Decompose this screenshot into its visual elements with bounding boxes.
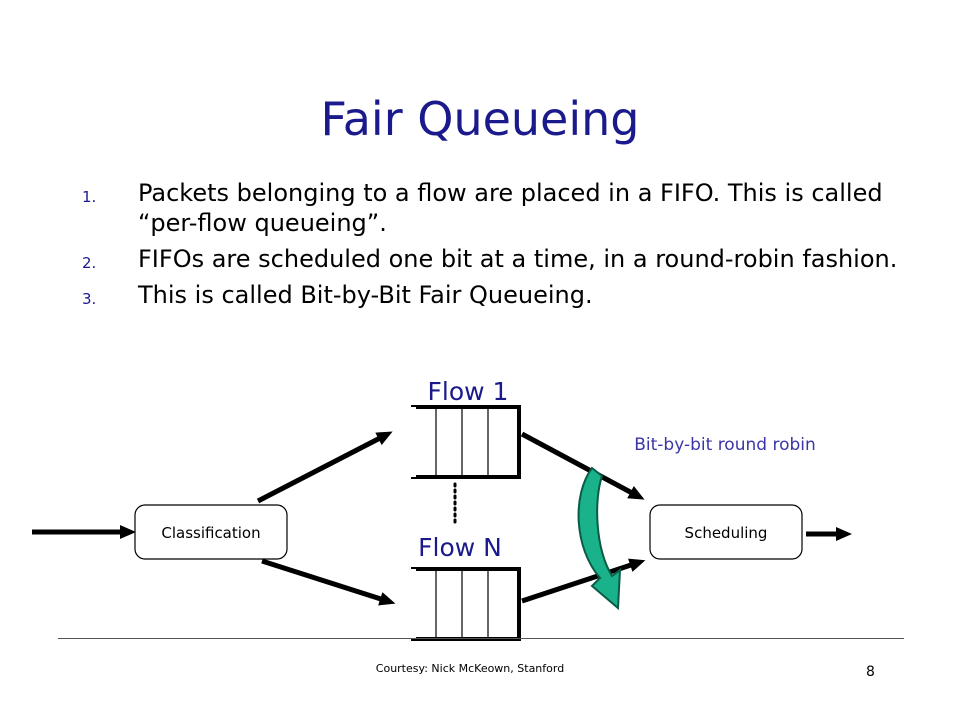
slide-title: Fair Queueing (320, 92, 640, 146)
arrow-flow-n-to-scheduler (521, 558, 646, 604)
round-robin-label: Bit-by-bit round robin (634, 435, 816, 455)
classification-box (134, 504, 288, 560)
scheduling-label: Scheduling (685, 524, 768, 542)
arrow-to-flow-1 (256, 431, 393, 504)
footer-divider (58, 638, 904, 639)
bullet-item: 1. Packets belonging to a flow are place… (82, 178, 902, 238)
scheduling-box (649, 504, 803, 560)
flow-n-label: Flow N (418, 533, 502, 562)
bullet-number: 1. (82, 188, 97, 206)
flow-1-label: Flow 1 (428, 377, 509, 406)
page-number: 8 (866, 664, 875, 680)
bullet-item: 3. This is called Bit-by-Bit Fair Queuei… (82, 280, 902, 310)
flow-n-fifo (410, 567, 521, 641)
bullet-text: This is called Bit-by-Bit Fair Queueing. (138, 281, 593, 309)
classification-label: Classification (161, 524, 260, 542)
bullet-text: FIFOs are scheduled one bit at a time, i… (138, 245, 898, 273)
bullet-list: 1. Packets belonging to a flow are place… (82, 178, 902, 316)
bullet-item: 2. FIFOs are scheduled one bit at a time… (82, 244, 902, 274)
bullet-text: Packets belonging to a flow are placed i… (138, 179, 883, 237)
arrow-flow-1-to-scheduler (520, 431, 645, 500)
bullet-number: 3. (82, 290, 97, 308)
round-robin-arrow (577, 466, 622, 611)
courtesy-note: Courtesy: Nick McKeown, Stanford (375, 662, 565, 675)
bullet-number: 2. (82, 254, 97, 272)
arrow-to-flow-n (261, 558, 396, 606)
flow-1-fifo (410, 405, 521, 479)
